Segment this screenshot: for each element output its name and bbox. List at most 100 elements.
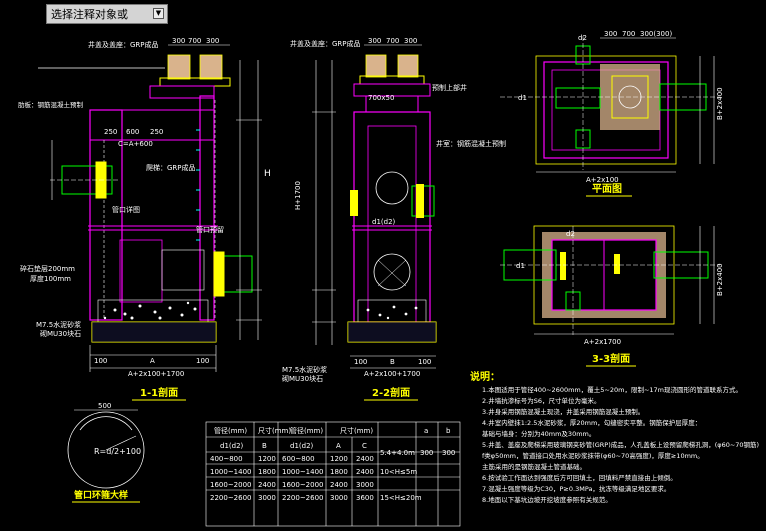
note-item: 2.井墙抗渗标号为S6，尺寸单位为毫米。	[482, 396, 600, 405]
inner-dim: C=A+600	[118, 140, 153, 148]
base-label: 碎石垫层200mm	[20, 264, 75, 273]
note-item: f类φ50mm，管道接口处用水泥砂浆抹带(φ60~70高强度)，厚度≥10mm。	[482, 451, 704, 460]
masonry-label-22b: 砌MU30块石	[282, 374, 323, 383]
td: 2200~2600	[210, 494, 252, 502]
pipe-ring-detail: 500 R=d/2+100 管口环箍大样	[67, 402, 145, 503]
note-item: 8.地面以下基坑边坡开挖坡度参照有关规范。	[482, 495, 612, 504]
annotation-select-label: 选择注释对象或	[51, 8, 128, 21]
th-2: 尺寸(mm)	[258, 426, 291, 435]
plan-dim-top-1: 300	[604, 30, 617, 38]
th-4: 尺寸(mm)	[340, 426, 373, 435]
chamber-label: 井室：钢筋混凝土预制	[436, 139, 506, 148]
th-3: 管径(mm)	[290, 426, 323, 435]
section-1-1: 井盖及盖座：GRP成品 300 700 300 肋板：钢筋混凝土预制 250 6…	[18, 37, 271, 401]
gravel-fill	[103, 301, 197, 320]
sh-4: A	[336, 442, 341, 450]
note-item: 基础与墙身：分别为40mm及30mm。	[482, 429, 595, 438]
section-1-1-title: 1-1剖面	[140, 386, 178, 399]
top-dim-3: 300	[206, 37, 219, 45]
note-item: 5.井盖、盖座及爬梯采用玻璃钢夹砂管(GRP)成品，人孔盖板上设预留爬梯孔洞，(…	[482, 440, 759, 449]
bottom-total-22: A+2x100+1700	[364, 370, 420, 378]
pipe-seal-label: 管口预留	[196, 225, 224, 234]
ladder-label: 爬梯：GRP成品	[146, 163, 196, 172]
top-dim-2-3: 300	[404, 37, 417, 45]
td: 1800	[330, 468, 348, 476]
dimension-lines	[51, 44, 262, 372]
sh-1: d1(d2)	[220, 442, 244, 450]
cover-blocks	[149, 54, 231, 99]
td: 1200	[258, 455, 276, 463]
cover-label-2: 井盖及盖座：GRP成品	[290, 39, 361, 48]
cover-dim: 700x50	[368, 94, 394, 102]
dimension-table: 管径(mm) 尺寸(mm) 管径(mm) 尺寸(mm) a b d1(d2) B…	[205, 421, 461, 527]
pipe-opening-label: 管口详图	[112, 205, 140, 214]
td: 10<H≤5m	[380, 468, 417, 476]
td: 1200	[330, 455, 348, 463]
height-label: H	[264, 169, 271, 179]
bottom-dim-22-3: 100	[418, 358, 431, 366]
section-2-2: 井盖及盖座：GRP成品 300 700 300 700x50 预制上部井 井室：…	[282, 37, 506, 401]
masonry-label-22: M7.5水泥砂浆	[282, 365, 327, 374]
td: 1600~2000	[210, 481, 252, 489]
td: 300	[420, 449, 433, 457]
ladder-rungs	[196, 129, 200, 241]
detail-width: 500	[98, 402, 111, 410]
plan-dim-top-3: 300(300)	[640, 30, 672, 38]
td: 3000	[330, 494, 348, 502]
td: 1800	[258, 468, 276, 476]
top-dim-2-2: 700	[386, 37, 399, 45]
rib-label: 肋板：钢筋混凝土预制	[18, 100, 84, 109]
wall-dim-1: 250	[104, 128, 117, 136]
riser-label: 预制上部井	[432, 83, 467, 92]
note-item: 3.井身采用钢筋混凝土现浇，井盖采用钢筋混凝土预制。	[482, 407, 644, 416]
d1-label: d1(d2)	[372, 218, 396, 226]
section-2-2-title: 2-2剖面	[372, 386, 410, 399]
note-item: 4.井室内壁抹1:2.5水泥砂浆，厚20mm，勾缝密实平整。钢筋保护层厚度：	[482, 418, 701, 427]
sh-3: d1(d2)	[290, 442, 314, 450]
masonry-label-2: 砌MU30块石	[40, 329, 81, 338]
td: 2200~2600	[282, 494, 324, 502]
bottom-dim-2: A	[150, 357, 155, 365]
td: 2400	[356, 455, 374, 463]
td: 3000	[258, 494, 276, 502]
td: 1600~2000	[282, 481, 324, 489]
wall-dim-2: 600	[126, 128, 139, 136]
td: 2400	[258, 481, 276, 489]
td: 2400	[330, 481, 348, 489]
bottom-dim-22-2: B	[390, 358, 395, 366]
th-a: a	[424, 427, 428, 435]
plan-view: d2 d1 300 700 300(300) A+2x100 B+2x400 平…	[500, 30, 724, 197]
s33-dim-right: B+2x400	[716, 263, 724, 296]
td: 1000~1400	[282, 468, 324, 476]
plan-dim-bottom: A+2x100	[586, 176, 619, 184]
s33-d1: d1	[516, 262, 525, 270]
dropdown-arrow-icon[interactable]: ▼	[153, 8, 164, 19]
top-dim-2: 700	[188, 37, 201, 45]
s33-dim-bottom: A+2x1700	[584, 338, 621, 346]
annotation-select-button[interactable]: 选择注释对象或 ▼	[46, 4, 168, 24]
note-item: 1.本图适用于管径400~2600mm，覆土5~20m，限制~17m现浇圆形的管…	[482, 385, 742, 394]
td: 600~800	[282, 455, 315, 463]
detail-radius: R=d/2+100	[94, 447, 141, 456]
note-item: 7.混凝土强度等级为C30，P≥0.3MPa，抗冻等级满足地区要求。	[482, 484, 670, 493]
td: 5.4+4.0m	[380, 449, 415, 457]
plan-title: 平面图	[592, 183, 622, 195]
th-b: b	[446, 427, 451, 435]
masonry-label: M7.5水泥砂浆	[36, 320, 81, 329]
td: 400~800	[210, 455, 243, 463]
td: 15<H≤20m	[380, 494, 422, 502]
base-label-2: 厚度100mm	[30, 274, 71, 283]
td: 3600	[356, 494, 374, 502]
td: 3000	[356, 481, 374, 489]
detail-title: 管口环箍大样	[74, 489, 128, 501]
sh-2: B	[262, 442, 267, 450]
top-dim-1: 300	[172, 37, 185, 45]
bottom-dim-1: 100	[94, 357, 107, 365]
td: 1000~1400	[210, 468, 252, 476]
th-1: 管径(mm)	[214, 426, 247, 435]
bottom-total: A+2x100+1700	[128, 370, 184, 378]
note-item: 6.按试验工作面达到强度后方可回填土，回填料严禁直接由上倾倒。	[482, 473, 677, 482]
td: 2400	[356, 468, 374, 476]
note-item: 主筋采用的是钢筋混凝土管道基础。	[482, 462, 586, 471]
